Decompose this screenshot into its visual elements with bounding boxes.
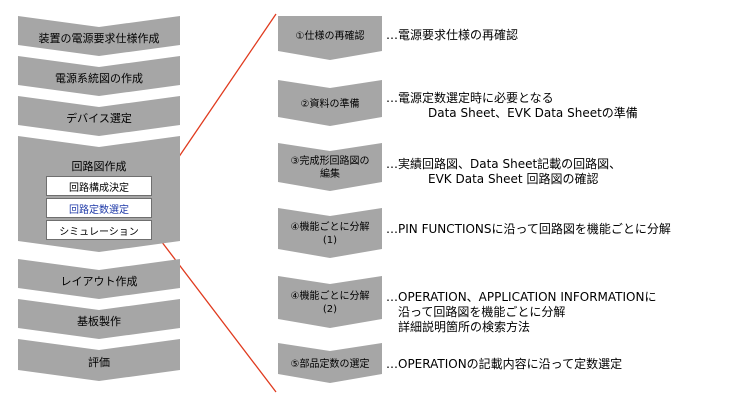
right-step-4-label-line2: (1): [322, 235, 338, 246]
left-step-spec-label: 装置の電源要求仕様作成: [38, 32, 160, 45]
right-step-6-label: ⑤部品定数の選定: [290, 358, 370, 370]
schematic-group-title: 回路図作成: [71, 160, 127, 173]
sub-item-simulation: シミュレーション: [46, 220, 152, 240]
right-step-2-description: …電源定数選定時に必要となる Data Sheet、EVK Data Sheet…: [386, 91, 638, 120]
left-step-system-diagram-label: 電源系統図の作成: [55, 72, 143, 85]
connector-line-bottom: [154, 232, 277, 393]
left-step-schematic-group: 回路図作成 回路構成決定 回路定数選定 シミュレーション: [18, 136, 180, 252]
right-step-3-label-line2: 編集: [320, 169, 340, 180]
right-step-5: ④機能ごとに分解 (2): [278, 276, 382, 328]
left-step-board-label: 基板製作: [77, 315, 121, 328]
right-step-5-description: …OPERATION、APPLICATION INFORMATIONに 沿って回…: [386, 290, 657, 334]
left-step-device-selection-label: デバイス選定: [66, 112, 132, 125]
right-step-4: ④機能ごとに分解 (1): [278, 208, 382, 258]
left-step-layout-label: レイアウト作成: [60, 275, 138, 288]
right-step-5-label-line1: ④機能ごとに分解: [290, 291, 370, 302]
right-step-3: ③完成形回路図の 編集: [278, 143, 382, 191]
sub-item-simulation-label: シミュレーション: [59, 226, 139, 238]
right-step-2-label: ②資料の準備: [300, 98, 360, 110]
sub-item-circuit-config-label: 回路構成決定: [69, 182, 129, 194]
sub-item-constant-selection: 回路定数選定: [46, 198, 152, 218]
right-step-3-description: …実績回路図、Data Sheet記載の回路図、 EVK Data Sheet …: [386, 157, 622, 186]
right-step-6-description: …OPERATIONの記載内容に沿って定数選定: [386, 357, 623, 371]
right-step-3-label-line1: ③完成形回路図の: [290, 156, 370, 167]
right-step-1-label: ①仕様の再確認: [295, 30, 365, 42]
right-step-1-description: …電源要求仕様の再確認: [386, 28, 519, 42]
left-step-evaluation-label: 評価: [88, 356, 110, 369]
sub-item-circuit-config: 回路構成決定: [46, 176, 152, 196]
sub-item-constant-selection-label: 回路定数選定: [69, 204, 129, 216]
right-step-4-label-line1: ④機能ごとに分解: [290, 222, 370, 233]
right-step-5-label-line2: (2): [322, 304, 338, 315]
right-step-4-description: …PIN FUNCTIONSに沿って回路図を機能ごとに分解: [386, 222, 671, 236]
right-step-1: ①仕様の再確認: [278, 16, 382, 60]
